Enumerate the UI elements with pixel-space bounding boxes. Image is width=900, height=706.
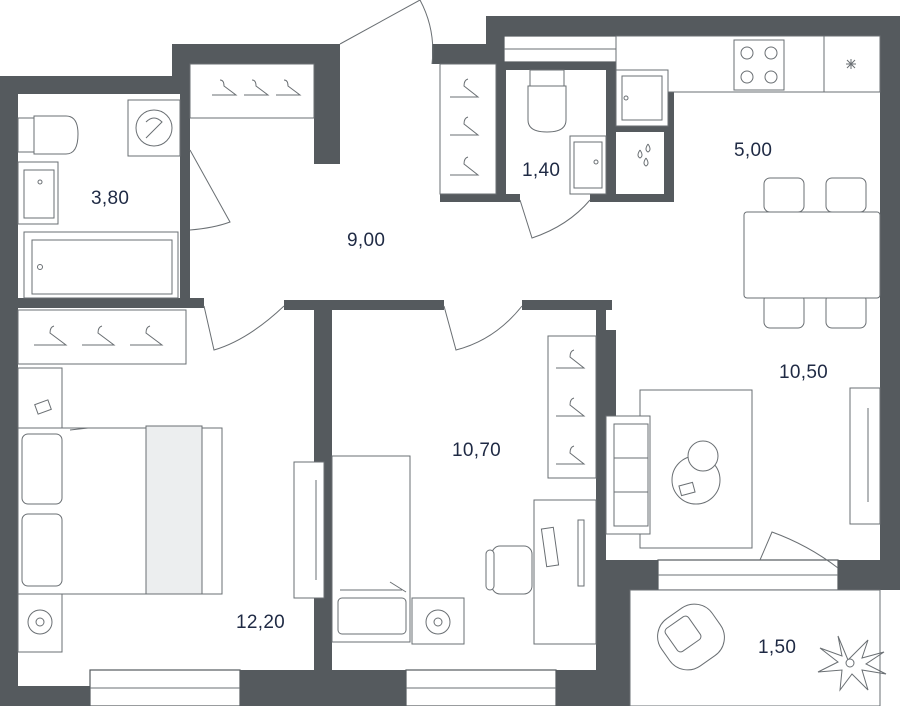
nightstand-icon	[411, 597, 465, 645]
wardrobe	[547, 335, 597, 479]
master-bedroom-area-label: 12,20	[236, 612, 285, 633]
washbasin-icon	[569, 135, 607, 195]
chair-icon	[763, 177, 805, 213]
hanger-icon	[556, 445, 586, 465]
toilet-icon	[17, 115, 79, 155]
hanger-icon	[34, 325, 68, 346]
hanger-icon	[212, 79, 238, 96]
chair-icon	[763, 293, 805, 329]
hanger-icon	[244, 79, 270, 96]
stove-icon	[733, 39, 785, 91]
rug-icon	[671, 440, 721, 505]
hanger-icon	[450, 78, 480, 98]
dining-set	[743, 177, 881, 329]
chair-icon	[825, 293, 867, 329]
toilet-room-fixtures	[527, 69, 607, 195]
kitchen-fixtures	[615, 35, 881, 167]
nightstand-icon	[17, 593, 63, 653]
hanger-icon	[450, 116, 480, 136]
master-bedroom-furniture	[17, 309, 325, 653]
bathroom-fixtures	[17, 99, 181, 299]
kitchen-area-label: 5,00	[734, 140, 772, 161]
washing-machine-icon	[127, 99, 181, 157]
tv-icon	[293, 461, 325, 599]
balcony-area-label: 1,50	[758, 637, 796, 658]
water-icon	[637, 143, 651, 167]
hall-closet	[189, 63, 315, 119]
hanger-icon	[276, 79, 302, 96]
hallway-area-label: 9,00	[347, 230, 385, 251]
hanger-icon	[556, 349, 586, 369]
second-bedroom-area-label: 10,70	[452, 440, 501, 461]
hanger-icon	[82, 325, 116, 346]
bathroom-area-label: 3,80	[91, 188, 129, 209]
walls	[0, 16, 900, 706]
double-bed-icon	[17, 425, 223, 595]
living-area-label: 10,50	[779, 362, 828, 383]
center-closet	[439, 63, 497, 195]
fridge-icon	[823, 35, 881, 93]
hanger-icon	[130, 325, 164, 346]
hanger-icon	[450, 156, 480, 176]
bathtub-icon	[23, 231, 179, 299]
windows	[89, 35, 881, 706]
doors	[189, 0, 839, 569]
desk-icon	[533, 499, 597, 645]
toilet-area-label: 1,40	[522, 160, 560, 181]
washbasin-icon	[17, 161, 59, 225]
living-furniture	[605, 387, 881, 549]
plant-icon	[817, 635, 887, 692]
single-bed-icon	[331, 455, 411, 643]
second-bedroom-furniture	[331, 335, 597, 645]
dining-table-icon	[743, 211, 881, 299]
chair-icon	[825, 177, 867, 213]
hanger-icon	[556, 397, 586, 417]
toilet-icon	[527, 69, 567, 133]
sink-icon	[615, 69, 669, 127]
balcony-furniture	[657, 603, 887, 692]
sofa-icon	[605, 415, 651, 535]
tv-icon	[849, 387, 881, 525]
armchair-icon	[657, 603, 725, 671]
room-area-labels: 3,80 9,00 1,40 5,00 10,50 10,70 12,20 1,…	[91, 140, 828, 658]
nightstand-icon	[17, 367, 63, 429]
office-chair-icon	[485, 545, 533, 595]
